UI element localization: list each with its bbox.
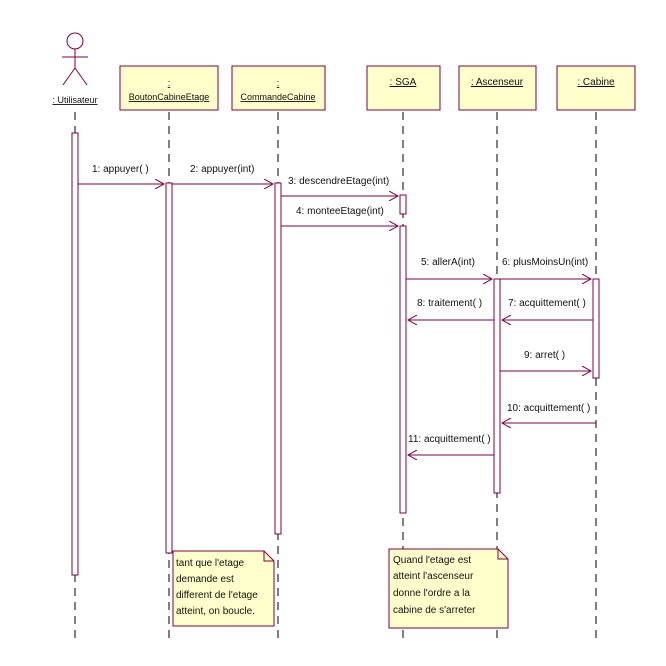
note-stop-line-3: donne l'ordre a la	[393, 588, 470, 599]
object-sga[interactable]: : SGA	[366, 65, 441, 111]
note-stop[interactable]: Quand l'etage est atteint l'ascenseur do…	[388, 548, 509, 629]
message-3-label: 3: descendreEtage(int)	[288, 176, 389, 187]
activation-cabine	[592, 278, 600, 379]
message-5-label: 5: allerA(int)	[421, 257, 475, 268]
object-cabine[interactable]: : Cabine	[556, 65, 636, 111]
note-loop[interactable]: tant que l'etage demande est different d…	[172, 550, 275, 627]
lifelines	[74, 112, 597, 638]
actor-label: : Utilisateur	[52, 95, 97, 105]
message-9-label: 9: arret( )	[524, 350, 565, 361]
activation-commande	[274, 182, 282, 535]
note-stop-line-1: Quand l'etage est	[393, 555, 471, 566]
activation-ascenseur	[493, 278, 501, 494]
message-1-label: 1: appuyer( )	[92, 164, 149, 175]
message-arrows	[78, 184, 596, 455]
object-sga-label: : SGA	[390, 77, 417, 88]
message-2-label: 2: appuyer(int)	[190, 164, 254, 175]
object-bouton-colon: :	[168, 78, 171, 88]
message-labels: 1: appuyer( ) 2: appuyer(int) 3: descend…	[92, 164, 590, 445]
object-commande[interactable]: : CommandeCabine	[231, 65, 326, 111]
activations	[71, 132, 600, 576]
message-10-label: 10: acquittement( )	[507, 403, 590, 414]
activation-utilisateur	[71, 132, 79, 576]
message-7-label: 7: acquittement( )	[508, 298, 586, 309]
object-commande-colon: :	[277, 78, 280, 88]
object-ascenseur[interactable]: : Ascenseur	[458, 65, 537, 111]
message-11-label: 11: acquittement( )	[408, 434, 491, 445]
note-loop-line-3: different de l'etage	[176, 590, 258, 601]
activation-sga-1	[399, 194, 407, 215]
object-bouton[interactable]: : BoutonCabineEtage	[119, 65, 219, 111]
message-8-label: 8: traitement( )	[417, 298, 482, 309]
note-stop-line-2: atteint l'ascenseur	[393, 571, 474, 582]
message-6-label: 6: plusMoinsUn(int)	[502, 257, 588, 268]
actor-utilisateur[interactable]: : Utilisateur	[52, 32, 98, 105]
object-commande-label: CommandeCabine	[240, 92, 315, 102]
stick-figure-icon	[62, 32, 88, 86]
note-loop-line-2: demande est	[176, 574, 234, 585]
activation-sga-2	[399, 225, 407, 514]
message-4-label: 4: monteeEtage(int)	[296, 206, 384, 217]
note-stop-line-4: cabine de s'arreter	[393, 605, 476, 616]
object-ascenseur-label: : Ascenseur	[471, 77, 524, 88]
object-cabine-label: : Cabine	[577, 77, 615, 88]
activation-bouton	[165, 182, 173, 554]
note-loop-line-4: atteint, on boucle.	[176, 606, 255, 617]
object-bouton-label: BoutonCabineEtage	[129, 92, 210, 102]
note-loop-line-1: tant que l'etage	[176, 558, 245, 569]
